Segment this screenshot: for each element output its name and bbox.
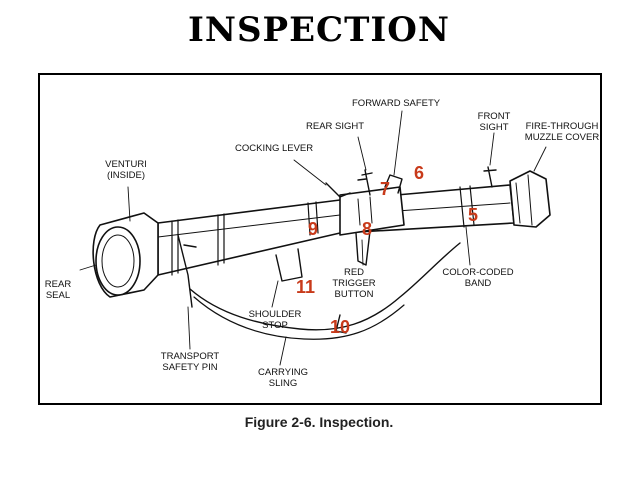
- label-fire-through-muzzle-cover: FIRE-THROUGH MUZZLE COVER: [524, 121, 600, 143]
- marker-6: 6: [414, 163, 425, 183]
- label-forward-safety: FORWARD SAFETY: [352, 98, 441, 109]
- label-carrying-sling: CARRYING SLING: [258, 367, 308, 389]
- marker-8: 8: [362, 219, 373, 239]
- slide-title: INSPECTION: [188, 10, 450, 50]
- color-coded-band-shape: [459, 185, 475, 228]
- label-rear-seal: REAR SEAL: [44, 279, 72, 301]
- label-transport-safety-pin: TRANSPORT SAFETY PIN: [160, 351, 220, 373]
- figure-frame: FORWARD SAFETY REAR SIGHT FRONT SIGHT FI…: [38, 73, 602, 405]
- label-cocking-lever: COCKING LEVER: [235, 143, 314, 154]
- carrying-sling-shape: [189, 242, 461, 331]
- label-shoulder-stop: SHOULDER STOP: [248, 309, 302, 331]
- figure-caption: Figure 2-6. Inspection.: [244, 414, 394, 430]
- front-sight-shape: [483, 166, 497, 188]
- label-red-trigger-button: RED TRIGGER BUTTON: [332, 267, 376, 300]
- label-rear-sight: REAR SIGHT: [306, 121, 365, 132]
- firing-mechanism: [339, 186, 405, 236]
- marker-9: 9: [308, 219, 319, 239]
- rear-sight-shape: [357, 169, 373, 196]
- transport-safety-pin-shape: [177, 234, 197, 308]
- label-front-sight: FRONT SIGHT: [477, 111, 511, 133]
- marker-7: 7: [380, 179, 391, 199]
- forward-safety-shape: [384, 174, 403, 194]
- marker-5: 5: [468, 205, 479, 225]
- venturi-opening: [95, 226, 141, 296]
- marker-10: 10: [330, 317, 351, 337]
- cocking-lever-shape: [325, 182, 351, 198]
- label-color-coded-band: COLOR-CODED BAND: [442, 267, 514, 289]
- trigger-grip: [355, 230, 371, 266]
- label-venturi: VENTURI (INSIDE): [105, 159, 147, 181]
- launcher-drawing: [79, 110, 551, 366]
- shoulder-stop-shape: [275, 248, 303, 282]
- marker-11: 11: [296, 277, 316, 297]
